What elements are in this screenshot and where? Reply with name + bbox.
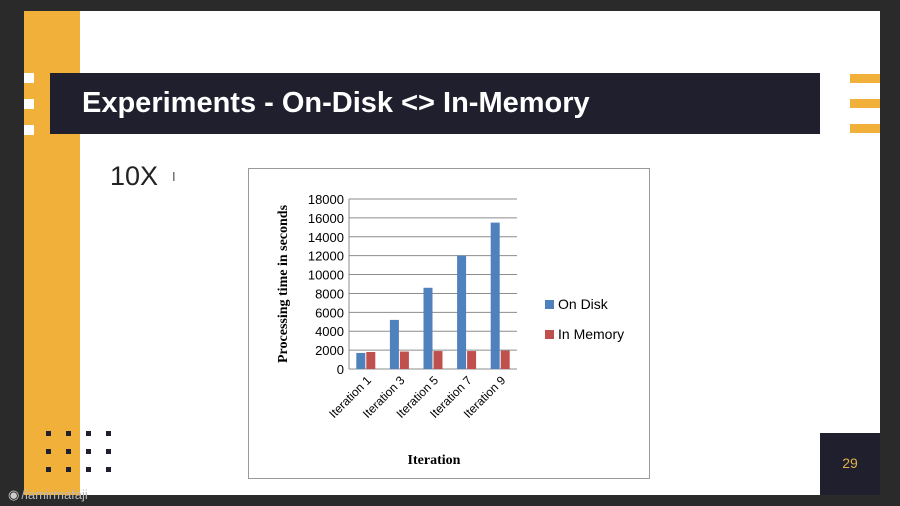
y-tick-label: 16000 (308, 211, 344, 226)
y-axis-title: Processing time in seconds (276, 204, 291, 363)
y-tick-label: 0 (337, 362, 344, 377)
legend-label: In Memory (558, 326, 624, 342)
y-tick-label: 18000 (308, 192, 344, 207)
slide: Experiments - On-Disk <> In-Memory 10X I… (24, 11, 880, 495)
x-axis-title: Iteration (408, 453, 461, 468)
bar-in-memory (467, 351, 477, 369)
y-tick-label: 8000 (315, 286, 344, 301)
page-number: 29 (842, 455, 858, 471)
legend-swatch (545, 300, 554, 309)
text-cursor-icon: I (172, 169, 176, 184)
y-tick-label: 6000 (315, 305, 344, 320)
legend-label: On Disk (558, 296, 609, 312)
y-tick-label: 14000 (308, 230, 344, 245)
bar-in-memory (366, 352, 376, 369)
watermark: ◉/iamirmafaji (8, 487, 88, 503)
page-number-box: 29 (820, 433, 880, 495)
bar-in-memory (433, 351, 443, 369)
bar-in-memory (399, 351, 409, 369)
bar-on-disk (457, 255, 467, 369)
slide-text: 10X (110, 161, 159, 191)
bar-on-disk (490, 222, 500, 369)
bar-on-disk (356, 352, 366, 369)
chart-canvas: 0 2000 4000 6000 8000 10000 12000 14000 16000 180… (276, 192, 624, 468)
slide-title: Experiments - On-Disk <> In-Memory (82, 87, 590, 119)
legend-swatch (545, 330, 554, 339)
y-tick-label: 2000 (315, 343, 344, 358)
bar-on-disk (423, 287, 433, 369)
bar-on-disk (389, 319, 399, 369)
camera-icon: ◉ (8, 487, 20, 502)
y-tick-label: 12000 (308, 249, 344, 264)
bar-in-memory (500, 350, 510, 369)
bar-chart: 0 2000 4000 6000 8000 10000 12000 14000 16000 180… (248, 168, 650, 479)
title-bar: Experiments - On-Disk <> In-Memory (50, 73, 820, 134)
y-tick-label: 4000 (315, 324, 344, 339)
y-tick-label: 10000 (308, 268, 344, 283)
watermark-text: /iamirmafaji (21, 487, 88, 502)
